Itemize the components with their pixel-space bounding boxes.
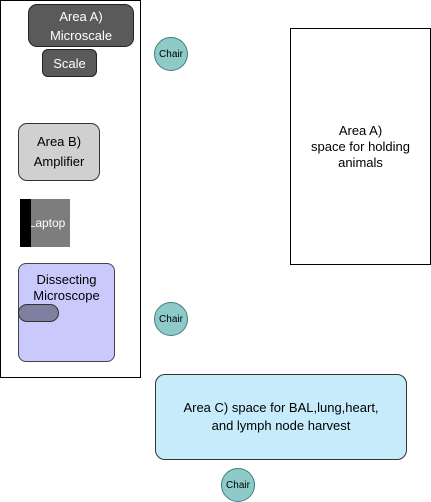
holding-area-line1: Area A) [338,122,383,138]
microscale-area: Area A) Microscale [28,4,134,47]
harvest-area: Area C) space for BAL,lung,heart, and ly… [155,374,407,460]
laptop-screen [20,199,31,247]
dissecting-microscope-line1: Dissecting [36,272,97,287]
microscale-area-line1: Area A) [59,8,103,24]
holding-area-line2: space for holding [310,138,410,154]
dissecting-microscope-line2: Microscope [33,288,100,303]
holding-area-line3: animals [338,154,383,170]
harvest-area-line1: Area C) space for BAL,lung,heart, [183,400,379,415]
microscope-eyepiece [18,304,59,322]
chair-label: Chair [159,313,183,325]
amplifier-area: Area B) Amplifier [18,123,100,181]
animal-holding-area: Area A) space for holding animals [290,28,431,265]
amplifier-area-line1: Area B) [36,134,82,149]
chair-bottom: Chair [221,468,255,502]
laptop-label: Laptop [28,216,66,230]
amplifier-area-line2: Amplifier [33,154,85,169]
scale: Scale [42,49,97,77]
scale-label: Scale [53,55,86,71]
chair-label: Chair [159,48,183,60]
chair-label: Chair [226,479,250,491]
chair-top: Chair [154,37,188,71]
chair-middle: Chair [154,302,188,336]
microscale-area-line2: Microscale [49,27,113,43]
harvest-area-line2: and lymph node harvest [211,418,351,433]
dissecting-microscope: Dissecting Microscope [18,263,115,362]
